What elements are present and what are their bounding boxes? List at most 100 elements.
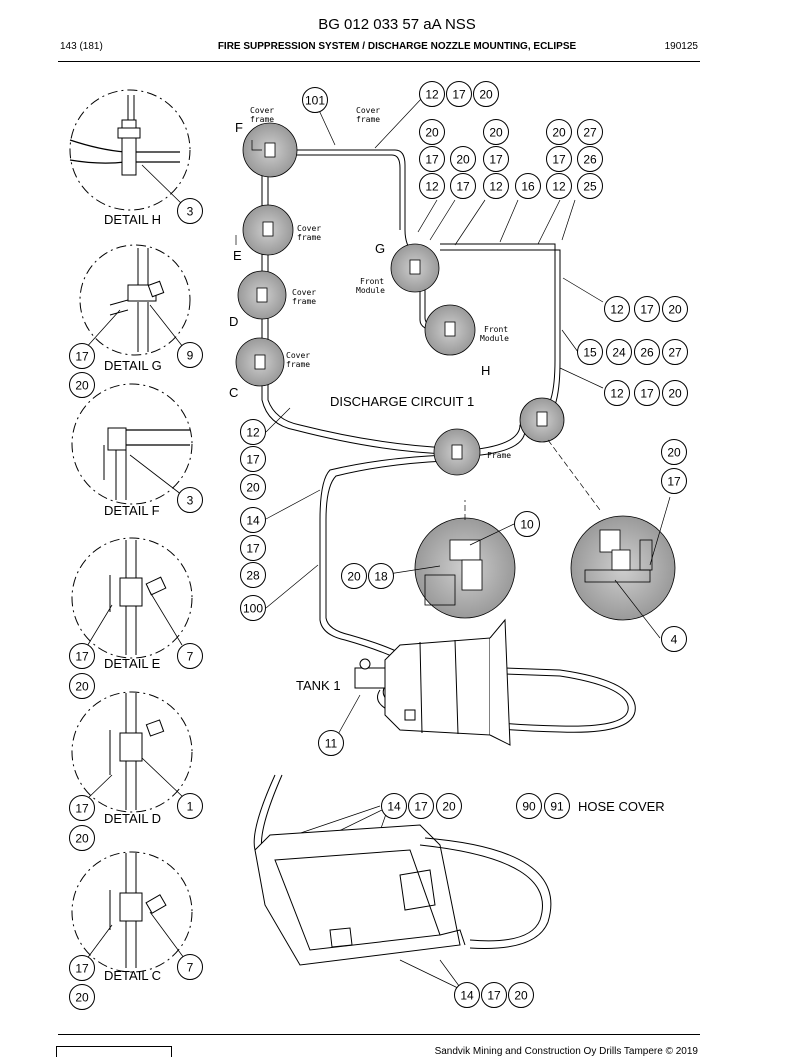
callout-11: 11 (318, 730, 344, 756)
callout-20: 20 (69, 984, 95, 1010)
callout-20: 20 (240, 474, 266, 500)
callout-20: 20 (661, 439, 687, 465)
svg-text:91: 91 (550, 800, 564, 814)
page-number: 143 (181) (60, 41, 103, 52)
callout-20: 20 (662, 296, 688, 322)
svg-text:10: 10 (520, 518, 534, 532)
callout-20: 20 (508, 982, 534, 1008)
svg-text:20: 20 (75, 832, 89, 846)
letter-c: C (229, 385, 238, 400)
svg-text:Cover: Cover (297, 224, 321, 233)
detail-h-label: DETAIL H (104, 212, 161, 227)
svg-text:25: 25 (583, 180, 597, 194)
svg-text:17: 17 (246, 542, 260, 556)
detail-e-view (71, 537, 193, 659)
callout-27: 27 (577, 119, 603, 145)
drawing-notes: Cover frame Cover frame Cover frame Cove… (250, 106, 511, 460)
svg-text:17: 17 (75, 350, 89, 364)
callout-17: 17 (634, 296, 660, 322)
svg-text:frame: frame (292, 297, 316, 306)
svg-text:90: 90 (522, 800, 536, 814)
letter-e: E (233, 248, 242, 263)
callout-12: 12 (604, 380, 630, 406)
detail-d-label: DETAIL D (104, 811, 161, 826)
callout-20: 20 (419, 119, 445, 145)
svg-text:27: 27 (583, 126, 597, 140)
svg-text:17: 17 (640, 387, 654, 401)
svg-text:frame: frame (297, 233, 321, 242)
callout-1: 1 (177, 793, 203, 819)
callout-17: 17 (546, 146, 572, 172)
svg-text:17: 17 (489, 153, 503, 167)
callout-20: 20 (546, 119, 572, 145)
sandvik-logo (56, 1046, 172, 1057)
callout-20: 20 (69, 825, 95, 851)
svg-text:Module: Module (356, 286, 385, 295)
svg-text:frame: frame (286, 360, 310, 369)
svg-text:17: 17 (425, 153, 439, 167)
svg-text:12: 12 (610, 303, 624, 317)
callout-20: 20 (69, 372, 95, 398)
svg-text:17: 17 (75, 802, 89, 816)
callout-24: 24 (606, 339, 632, 365)
svg-text:100: 100 (243, 602, 263, 616)
callout-14: 14 (454, 982, 480, 1008)
detail-f-label: DETAIL F (104, 503, 160, 518)
svg-text:7: 7 (187, 961, 194, 975)
svg-text:24: 24 (612, 346, 626, 360)
callout-20: 20 (450, 146, 476, 172)
callout-91: 91 (544, 793, 570, 819)
svg-text:14: 14 (460, 989, 474, 1003)
svg-text:12: 12 (425, 88, 439, 102)
svg-text:27: 27 (668, 346, 682, 360)
callout-4: 4 (661, 626, 687, 652)
svg-text:3: 3 (187, 494, 194, 508)
svg-text:12: 12 (610, 387, 624, 401)
svg-text:26: 26 (640, 346, 654, 360)
page-header: BG 012 033 57 aA NSS 143 (181) FIRE SUPP… (0, 0, 794, 70)
callout-17: 17 (446, 81, 472, 107)
svg-text:17: 17 (452, 88, 466, 102)
nozzle-bracket-assembly (253, 774, 552, 966)
svg-text:12: 12 (552, 180, 566, 194)
callout-12: 12 (483, 173, 509, 199)
svg-text:101: 101 (305, 94, 325, 108)
discharge-circuit-label: DISCHARGE CIRCUIT 1 (330, 394, 474, 409)
svg-text:14: 14 (387, 800, 401, 814)
svg-text:17: 17 (640, 303, 654, 317)
svg-text:Cover: Cover (292, 288, 316, 297)
svg-text:Front: Front (360, 277, 384, 286)
detail-f-view (71, 383, 193, 505)
callout-17: 17 (240, 535, 266, 561)
callout-17: 17 (69, 643, 95, 669)
svg-text:20: 20 (246, 481, 260, 495)
callout-20: 20 (436, 793, 462, 819)
callout-17: 17 (240, 446, 266, 472)
callout-12: 12 (419, 81, 445, 107)
svg-text:frame: frame (250, 115, 274, 124)
callout-20: 20 (483, 119, 509, 145)
callout-14: 14 (240, 507, 266, 533)
svg-text:20: 20 (425, 126, 439, 140)
callout-17: 17 (419, 146, 445, 172)
tank-1-assembly (354, 618, 511, 746)
detail-d-view (71, 691, 193, 813)
svg-text:12: 12 (489, 180, 503, 194)
svg-text:11: 11 (325, 737, 338, 751)
detail-e-label: DETAIL E (104, 656, 161, 671)
svg-text:28: 28 (246, 569, 260, 583)
callout-9: 9 (177, 342, 203, 368)
svg-text:20: 20 (668, 303, 682, 317)
callout-20: 20 (341, 563, 367, 589)
svg-text:17: 17 (414, 800, 428, 814)
detail-g-view (79, 244, 191, 356)
detail-g-label: DETAIL G (104, 358, 162, 373)
svg-text:17: 17 (246, 453, 260, 467)
svg-text:17: 17 (667, 475, 681, 489)
svg-text:Cover: Cover (250, 106, 274, 115)
svg-text:20: 20 (489, 126, 503, 140)
svg-text:20: 20 (75, 991, 89, 1005)
svg-text:20: 20 (479, 88, 493, 102)
callout-17: 17 (69, 955, 95, 981)
svg-text:17: 17 (75, 962, 89, 976)
